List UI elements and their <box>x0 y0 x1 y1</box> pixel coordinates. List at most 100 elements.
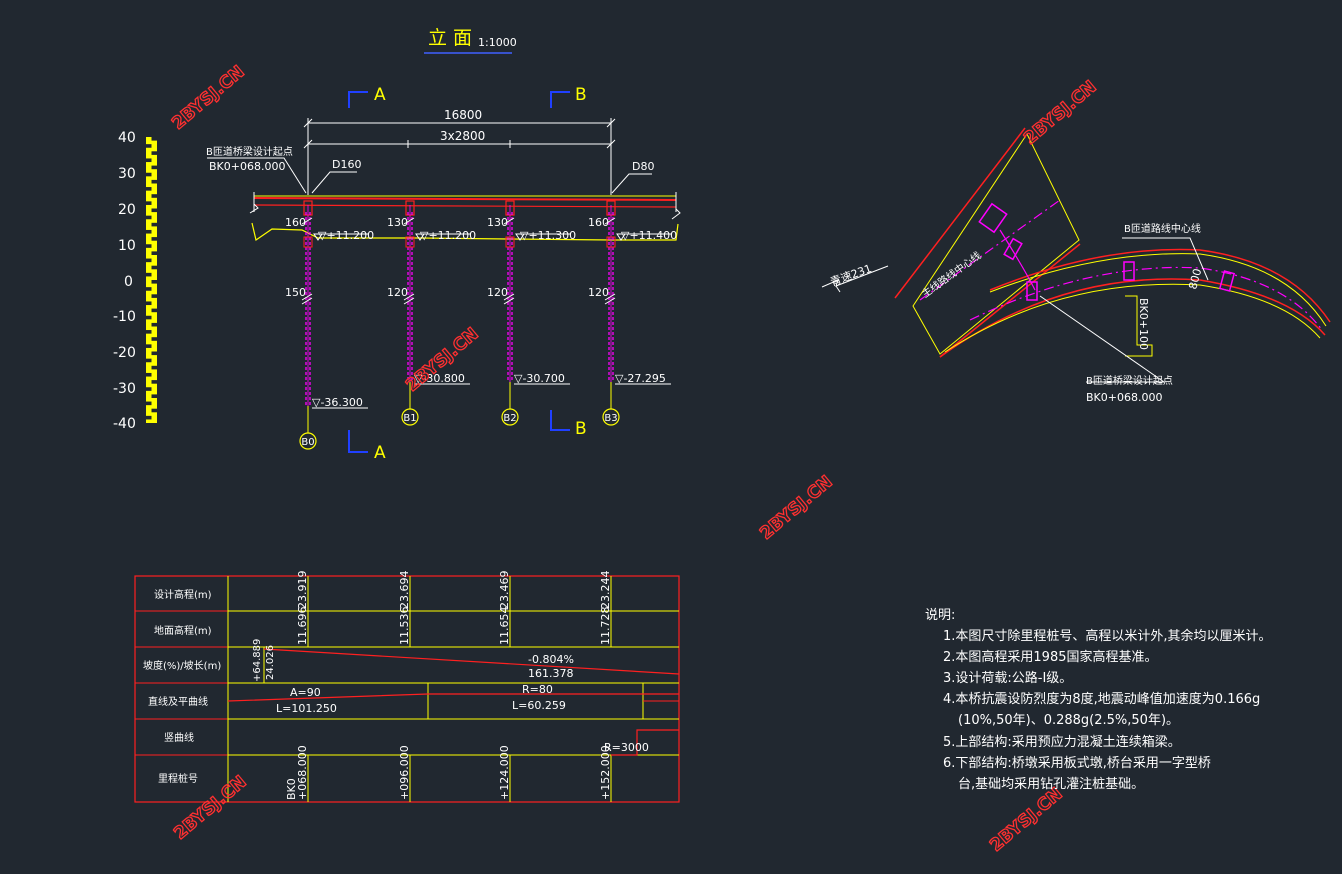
elevation-title: 立 面 <box>428 27 472 49</box>
scale-bar-segment <box>151 194 157 198</box>
ground-elev-value: 11.728 <box>599 607 612 646</box>
grade-length: 161.378 <box>528 667 574 680</box>
row-label-vcurve: 竖曲线 <box>164 731 194 744</box>
scale-bar-segment <box>146 387 152 391</box>
scale-bar-segment <box>146 344 152 348</box>
scale-bar-segment <box>151 222 157 227</box>
note-item: 1.本图尺寸除里程桩号、高程以米计外,其余均以厘米计。 <box>943 629 1272 644</box>
design-elev-value: 23.469 <box>498 571 511 610</box>
plan-mainline-label: 主线路线中心线 <box>919 249 983 301</box>
scale-bar-segment <box>151 280 157 284</box>
plan-start-chainage: BK0+068.000 <box>1086 391 1162 404</box>
scale-label: -30 <box>113 381 136 397</box>
note-item: 2.本图高程采用1985国家高程基准。 <box>943 650 1158 665</box>
row-label-design-elev: 设计高程(m) <box>154 588 212 601</box>
scale-label: 30 <box>118 166 136 182</box>
row-label-grade: 坡度(%)/坡长(m) <box>143 659 221 672</box>
start-point-chainage: BK0+068.000 <box>209 160 285 173</box>
row-label-ground-elev: 地面高程(m) <box>154 624 212 637</box>
watermark: 2BYSJ.CN <box>756 472 836 544</box>
scale-label: -20 <box>113 345 136 361</box>
scale-bar-segment <box>146 258 152 263</box>
profile-table <box>134 575 680 803</box>
scale-bar-segment <box>146 144 152 148</box>
pier-bottom-elev: ▽-36.300 <box>312 396 363 409</box>
scale-label: -40 <box>113 416 136 432</box>
scale-label: -10 <box>113 309 136 325</box>
pier-top-elev: ▽+11.300 <box>520 229 576 242</box>
scale-label: 10 <box>118 238 136 254</box>
elevation-scale-bar: 40 30 20 10 0 -10 -20 -30 -40 <box>113 130 157 432</box>
pier-id-label: B0 <box>301 437 314 448</box>
scale-bar-segment <box>146 229 152 234</box>
design-elev-value: 23.694 <box>398 571 411 610</box>
plan-view <box>821 127 1331 383</box>
curve2-radius: R=80 <box>522 683 553 696</box>
note-item: (10%,50年)、0.288g(2.5%,50年)。 <box>958 713 1180 728</box>
right-bearing-leader <box>611 173 652 194</box>
pier-id-circle <box>501 408 519 426</box>
ground-elev-value: 11.536 <box>398 607 411 646</box>
row-label-alignment: 直线及平曲线 <box>148 695 208 708</box>
scale-bar-segment <box>151 322 157 327</box>
plan-direction-label: 青速231 <box>829 262 874 289</box>
scale-bar-segment <box>151 179 157 184</box>
scale-bar-segment <box>146 158 152 163</box>
scale-label: 20 <box>118 202 136 218</box>
scale-bar-segment <box>146 330 152 334</box>
section-mark-b-bottom: B <box>550 410 587 439</box>
scale-bar-segment <box>146 244 152 248</box>
scale-bar-segment <box>151 351 157 356</box>
curve1-a: A=90 <box>290 686 321 699</box>
scale-bar-segment <box>146 315 152 320</box>
note-item: 5.上部结构:采用预应力混凝土连续箱梁。 <box>943 735 1181 750</box>
ground-line <box>251 222 679 241</box>
ground-elev-value: 11.696 <box>296 607 309 646</box>
vertical-curve-radius: R=3000 <box>604 741 649 754</box>
bridge-deck <box>249 192 681 220</box>
section-mark-a-bottom: A <box>348 430 386 463</box>
note-item: 6.下部结构:桥墩采用板式墩,桥台采用一字型桥 <box>943 756 1211 771</box>
scale-bar-segment <box>146 372 152 377</box>
dim-spans-label: 3x2800 <box>440 129 485 143</box>
scale-bar-segment <box>151 165 157 170</box>
left-bearing-leader <box>311 171 357 194</box>
station-value: +096.000 <box>398 745 411 800</box>
dimension-total <box>303 118 616 195</box>
start-point-leader <box>207 157 307 194</box>
station-value: +152.000 <box>599 745 612 800</box>
scale-bar-segment <box>146 272 152 277</box>
scale-bar-segment <box>151 151 157 155</box>
pier-top-dim: 160 <box>588 216 609 229</box>
pier-mid-dim: 120 <box>588 286 609 299</box>
scale-bar-segment <box>151 380 157 384</box>
scale-bar-segment <box>151 294 157 298</box>
grade-start-b: 24.026 <box>265 645 276 680</box>
scale-bar-segment <box>151 394 157 398</box>
pier-id-label: B2 <box>503 413 516 424</box>
curve1-length: L=101.250 <box>276 702 337 715</box>
pier-mid-dim: 120 <box>387 286 408 299</box>
note-item: 3.设计荷载:公路-Ⅰ级。 <box>943 671 1073 686</box>
scale-bar-segment <box>146 187 152 191</box>
elevation-scale: 1:1000 <box>478 36 517 49</box>
design-elev-value: 23.244 <box>599 571 612 610</box>
station-value: +124.000 <box>498 745 511 800</box>
scale-label: 40 <box>118 130 136 146</box>
scale-bar-segment <box>146 287 152 291</box>
scale-bar-segment <box>146 172 152 177</box>
notes-title: 说明: <box>925 608 956 623</box>
scale-bar-segment <box>151 365 157 370</box>
grade-start-a: +64.889 <box>252 639 263 682</box>
pier-top-elev: ▽+11.200 <box>318 229 374 242</box>
scale-bar-segment <box>151 308 157 313</box>
station-prefix: BK0 <box>285 778 298 800</box>
watermark: 2BYSJ.CN <box>986 784 1066 856</box>
scale-bar-segment <box>151 208 157 213</box>
scale-bar-segment <box>146 215 152 220</box>
plan-start-label: B匝道桥梁设计起点 <box>1086 374 1173 387</box>
